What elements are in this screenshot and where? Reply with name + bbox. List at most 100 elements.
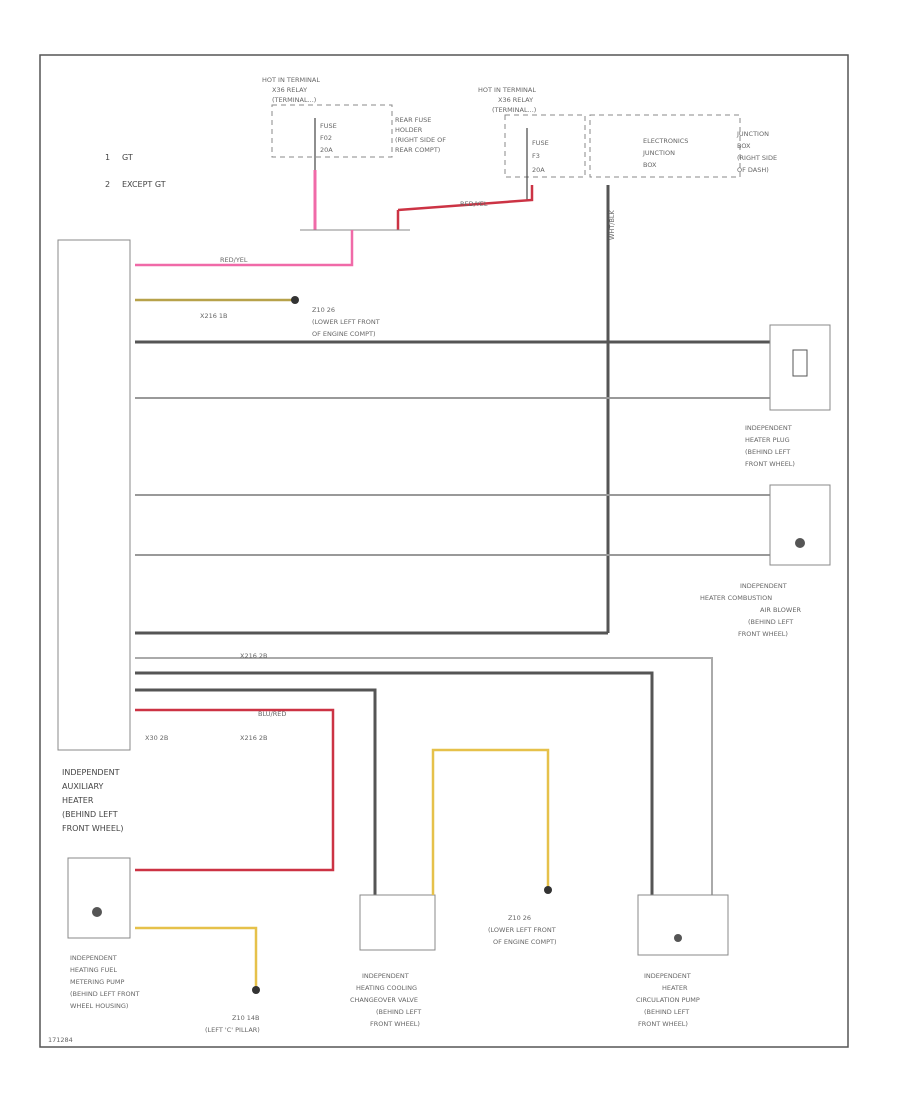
ground-bl-2: (LEFT 'C' PILLAR) (205, 1026, 260, 1034)
valve-5: FRONT WHEEL) (370, 1020, 420, 1028)
blower-3: AIR BLOWER (760, 606, 801, 614)
legend-1-num: 1 (105, 153, 110, 162)
heater-plug-1: INDEPENDENT (745, 424, 792, 432)
fuel-pump-4: (BEHIND LEFT FRONT (70, 990, 139, 998)
wire-label-wht: WHT/BLK (608, 209, 616, 240)
junction-3: (RIGHT SIDE (737, 154, 777, 162)
ground-bm-2: (LOWER LEFT FRONT (488, 926, 556, 934)
heater-plug-symbol (792, 349, 808, 377)
wire-label-pink: RED/YEL (220, 256, 248, 264)
fuse-left-name: FUSE (320, 122, 337, 130)
legend-2-text: EXCEPT GT (122, 180, 166, 189)
aux-heater-5: FRONT WHEEL) (62, 824, 123, 833)
ground-top-1: Z10 26 (312, 306, 335, 314)
page-code: 171284 (48, 1036, 73, 1044)
fuse-left-value: F02 (320, 134, 332, 142)
fuel-pump-box (67, 857, 131, 939)
rear-fuse-1: REAR FUSE (395, 116, 431, 124)
fuse-right-name: FUSE (532, 139, 549, 147)
fuel-pump-2: HEATING FUEL (70, 966, 117, 974)
ground-bl-1: Z10 14B (232, 1014, 260, 1022)
circ-pump-4: (BEHIND LEFT (644, 1008, 689, 1016)
aux-heater-2: AUXILIARY (62, 782, 104, 791)
ground-bl-dot (252, 986, 260, 994)
ground-top-dot (291, 296, 299, 304)
heater-plug-2: HEATER PLUG (745, 436, 790, 444)
electronics-box (589, 114, 741, 178)
wire-pump-1 (135, 657, 713, 895)
junction-2: BOX (737, 142, 751, 150)
junction-4: OF DASH) (737, 166, 769, 174)
wire-pump-2 (135, 671, 654, 895)
circ-pump-box (637, 894, 729, 956)
valve-3: CHANGEOVER VALVE (350, 996, 418, 1004)
fuel-pump-5: WHEEL HOUSING) (70, 1002, 128, 1010)
hot-left-3: (TERMINAL...) (272, 96, 316, 104)
ground-bm-1: Z10 26 (508, 914, 531, 922)
rear-fuse-box (271, 104, 393, 158)
hot-left-2: X36 RELAY (272, 86, 307, 94)
valve-2: HEATING COOLING (356, 984, 417, 992)
heater-plug-box (769, 324, 831, 411)
red-wire-fuel-pump (135, 708, 335, 872)
blower-box (769, 484, 831, 566)
circ-pump-symbol (674, 934, 682, 942)
red-wire-top (397, 185, 534, 212)
ground-top-2: (LOWER LEFT FRONT (312, 318, 380, 326)
hot-right-3: (TERMINAL...) (492, 106, 536, 114)
hot-right-1: HOT IN TERMINAL (478, 86, 536, 94)
rear-fuse-3: (RIGHT SIDE OF (395, 136, 446, 144)
circ-pump-3: CIRCULATION PUMP (636, 996, 700, 1004)
heater-plug-3: (BEHIND LEFT (745, 448, 790, 456)
blower-4: (BEHIND LEFT (748, 618, 793, 626)
fuse-left-amp: 20A (320, 146, 333, 154)
fuse-right-amp: 20A (532, 166, 545, 174)
fuel-pump-symbol (92, 907, 102, 917)
legend-1-text: GT (122, 153, 133, 162)
fuel-pump-3: METERING PUMP (70, 978, 124, 986)
aux-heater-1: INDEPENDENT (62, 768, 120, 777)
valve-4: (BEHIND LEFT (376, 1008, 421, 1016)
fuse-right-value: F3 (532, 152, 540, 160)
conn-bottom-mid: X216 2B (240, 734, 268, 742)
aux-heater-4: (BEHIND LEFT (62, 810, 118, 819)
rear-fuse-2: HOLDER (395, 126, 423, 134)
yellow-wire-valve (431, 748, 550, 895)
ground-top-conn: X216 1B (200, 312, 228, 320)
elec-box-2: JUNCTION (642, 149, 675, 157)
wire-label-red-top: RED/YEL (460, 200, 488, 208)
elec-box-1: ELECTRONICS (643, 137, 688, 145)
valve-1: INDEPENDENT (362, 972, 409, 980)
blower-motor-symbol (795, 538, 805, 548)
hot-left-1: HOT IN TERMINAL (262, 76, 320, 84)
elec-box-3: BOX (643, 161, 657, 169)
wire-label-blu: BLU/RED (258, 710, 286, 718)
frame (39, 54, 849, 1048)
ground-bm-3: OF ENGINE COMPT) (493, 938, 557, 946)
yellow-wire-fuel (135, 926, 258, 990)
blower-2: HEATER COMBUSTION (700, 594, 772, 602)
hot-right-2: X36 RELAY (498, 96, 533, 104)
heater-plug-4: FRONT WHEEL) (745, 460, 795, 468)
junction-1: JUNCTION (736, 130, 769, 138)
blower-1: INDEPENDENT (740, 582, 787, 590)
wire-valve (135, 688, 377, 895)
circ-pump-1: INDEPENDENT (644, 972, 691, 980)
fuel-pump-1: INDEPENDENT (70, 954, 117, 962)
valve-box (359, 894, 436, 951)
conn-mid: X216 2B (240, 652, 268, 660)
pink-wire-main (135, 230, 354, 267)
blower-5: FRONT WHEEL) (738, 630, 788, 638)
legend-2-num: 2 (105, 180, 110, 189)
circ-pump-5: FRONT WHEEL) (638, 1020, 688, 1028)
circ-pump-2: HEATER (662, 984, 688, 992)
ground-bm-dot (544, 886, 552, 894)
aux-heater-box (57, 239, 131, 751)
rear-fuse-4: REAR COMPT) (395, 146, 440, 154)
ground-top-3: OF ENGINE COMPT) (312, 330, 376, 338)
aux-heater-3: HEATER (62, 796, 94, 805)
fuse-right-box (504, 114, 586, 178)
conn-bottom-left: X30 2B (145, 734, 168, 742)
